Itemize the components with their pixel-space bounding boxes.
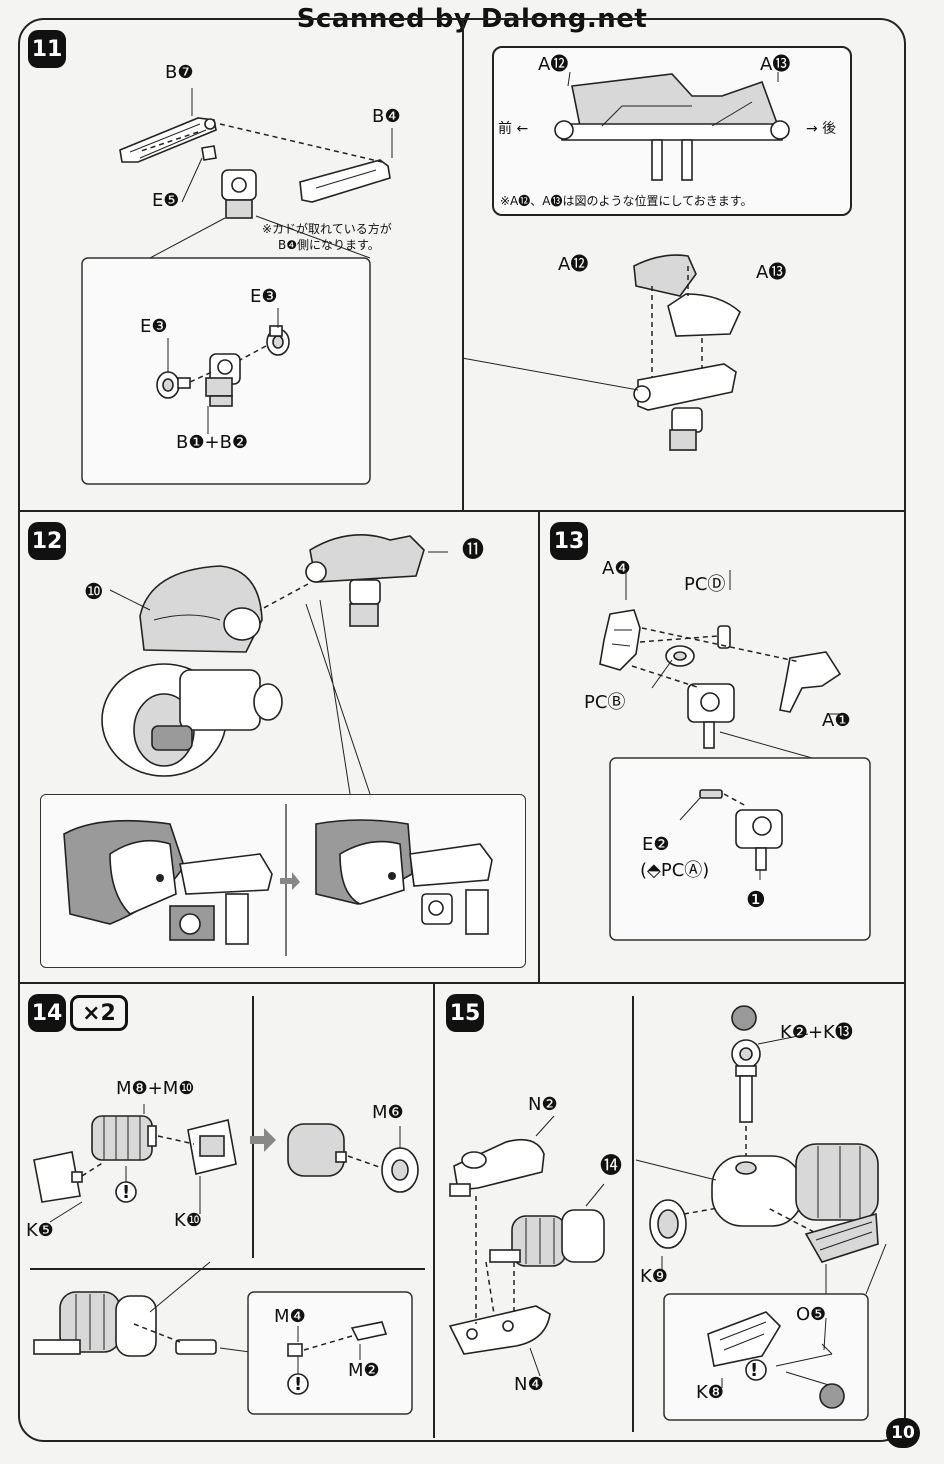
step-number: 12 (28, 522, 66, 560)
warning-mark: ! (750, 1360, 759, 1381)
position-note: ※A⓬、A⓭は図のような位置にしておきます。 (500, 194, 753, 208)
label-o5: O❺ (796, 1304, 827, 1325)
warning-mark: ! (122, 1182, 131, 1203)
label-part-11: ⓫ (462, 538, 485, 563)
label-a1: A❶ (822, 710, 851, 731)
divider (462, 20, 464, 510)
divider (632, 996, 634, 1432)
label-a13: A⓭ (756, 262, 787, 283)
step-number: 13 (550, 522, 588, 560)
label-part-1: ❶ (746, 888, 766, 913)
label-b1-b2: B❶+B❷ (176, 432, 249, 453)
label-e2-alternate: (⬘PCⒶ) (640, 860, 710, 881)
label-pc-d: PCⒹ (684, 574, 726, 595)
step-15-left-drawing (448, 1115, 605, 1377)
divider (538, 510, 540, 982)
label-k5: K❺ (26, 1220, 54, 1241)
label-a12: A⓬ (558, 254, 589, 275)
label-part-10: ❿ (84, 580, 104, 605)
warning-mark: ! (294, 1374, 303, 1395)
label-m2: M❷ (348, 1360, 380, 1381)
divider (433, 982, 435, 1438)
label-k8: K❽ (696, 1382, 724, 1403)
note-cut: ※カドが取れている方が B❹側になります。 (262, 222, 392, 253)
label-m8-m10: M❽+M❿ (116, 1078, 195, 1099)
step-11-parts-drawing (81, 88, 393, 485)
label-part-14: ⓮ (600, 1154, 623, 1179)
note-cut-line2: B❹側になります。 (278, 237, 380, 252)
label-pc-b: PCⒷ (584, 692, 626, 713)
step-number: 14 (28, 994, 66, 1032)
rear-direction: → 後 (806, 121, 837, 137)
label-n4: N❹ (514, 1374, 544, 1395)
label-a4: A❹ (602, 558, 631, 579)
step-11-right-assembly (461, 254, 741, 451)
label-e5: E❺ (152, 190, 180, 211)
label-n2: N❷ (528, 1094, 558, 1115)
front-direction: 前 ← (498, 121, 529, 137)
label-a13-top: A⓭ (760, 54, 791, 75)
step-number: 11 (28, 30, 66, 68)
label-b7: B❼ (165, 62, 194, 83)
label-k2-k13: K❷+K⓭ (780, 1022, 853, 1043)
page-number: 10 (886, 1418, 920, 1448)
step-13-parts-drawing (599, 564, 871, 941)
position-diagram (554, 71, 790, 181)
page-frame (18, 18, 906, 1442)
label-m4: M❹ (274, 1306, 306, 1327)
divider (252, 996, 254, 1258)
label-e2: E❷ (642, 834, 670, 855)
divider (18, 982, 904, 984)
divider (30, 1268, 425, 1270)
divider (18, 510, 904, 512)
step-14-parts-drawing (33, 1104, 419, 1415)
label-k9: K❾ (640, 1266, 668, 1287)
label-m6: M❻ (372, 1102, 404, 1123)
label-e3-right: E❸ (250, 286, 278, 307)
quantity-multiplier: ×2 (70, 995, 128, 1031)
label-e3-left: E❸ (140, 316, 168, 337)
label-k10: K❿ (174, 1210, 202, 1231)
label-a12-top: A⓬ (538, 54, 569, 75)
step-number: 15 (446, 994, 484, 1032)
step-12-bike-drawing (101, 534, 448, 795)
step-12-zoom-drawing (63, 804, 493, 956)
step-15-right-drawing (635, 1005, 887, 1421)
note-cut-line1: ※カドが取れている方が (262, 222, 392, 236)
label-b4: B❹ (372, 106, 401, 127)
